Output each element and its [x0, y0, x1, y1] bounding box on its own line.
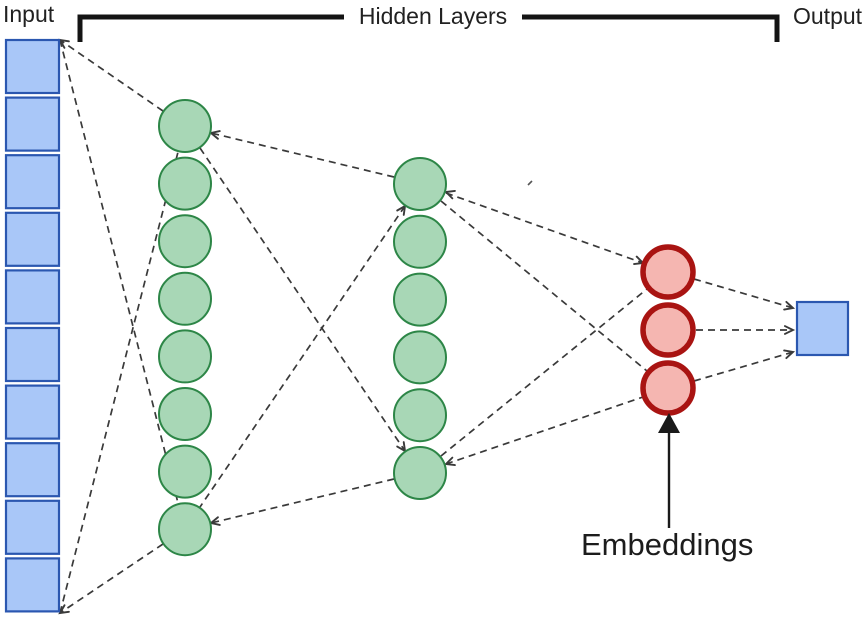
input-node	[4, 384, 61, 440]
input-node	[4, 326, 61, 383]
hidden-node	[393, 214, 447, 269]
output-label: Output	[793, 3, 863, 29]
input-label: Input	[3, 1, 55, 27]
input-node	[4, 442, 61, 498]
connection-arrowhead	[443, 456, 456, 467]
input-node	[4, 154, 61, 210]
hidden-node	[158, 214, 212, 269]
connection-line	[693, 278, 794, 309]
connection-arrowhead	[443, 189, 456, 200]
hidden-node	[158, 99, 212, 153]
embeddings-pointer-arrowhead	[658, 413, 680, 433]
connection-arrowhead	[783, 300, 796, 311]
input-node	[4, 269, 61, 325]
connection-line	[59, 39, 164, 112]
connection-arrowhead	[783, 325, 796, 335]
connection-line	[440, 200, 648, 372]
input-node	[4, 499, 61, 555]
input-node	[4, 96, 61, 152]
connection-line	[199, 205, 406, 508]
hidden-node	[158, 271, 212, 326]
hidden-node	[158, 444, 212, 499]
connection-arrowhead	[396, 441, 407, 453]
connection-arrowhead	[783, 349, 796, 360]
input-node	[4, 557, 61, 613]
input-node	[4, 211, 61, 267]
hidden-node	[158, 329, 212, 384]
connection-arrowhead	[58, 604, 70, 615]
embedding-node	[640, 302, 696, 358]
connection-line	[445, 396, 644, 465]
hidden-layers-label: Hidden Layers	[344, 3, 522, 30]
connection-line	[59, 151, 179, 614]
connection-line	[59, 543, 164, 614]
hidden-node	[393, 157, 447, 211]
embedding-node	[640, 360, 696, 416]
input-node	[4, 38, 61, 95]
connection-line	[693, 351, 794, 382]
hidden-node	[158, 156, 212, 211]
hidden-node	[393, 446, 447, 500]
connection-line	[440, 288, 648, 457]
stray-mark	[527, 180, 533, 186]
connection-line	[199, 147, 406, 452]
embeddings-label: Embeddings	[581, 527, 754, 562]
embedding-node	[640, 244, 696, 300]
hidden-node	[393, 330, 447, 385]
hidden-node	[158, 502, 212, 557]
hidden-node	[393, 272, 447, 327]
connection-line	[210, 132, 395, 178]
hidden-node	[393, 388, 447, 443]
hidden-node	[158, 387, 212, 441]
connection-line	[210, 478, 395, 524]
connection-line	[445, 192, 644, 264]
connection-line	[59, 39, 179, 504]
output-node	[795, 300, 850, 357]
connection-arrowhead	[633, 255, 646, 265]
